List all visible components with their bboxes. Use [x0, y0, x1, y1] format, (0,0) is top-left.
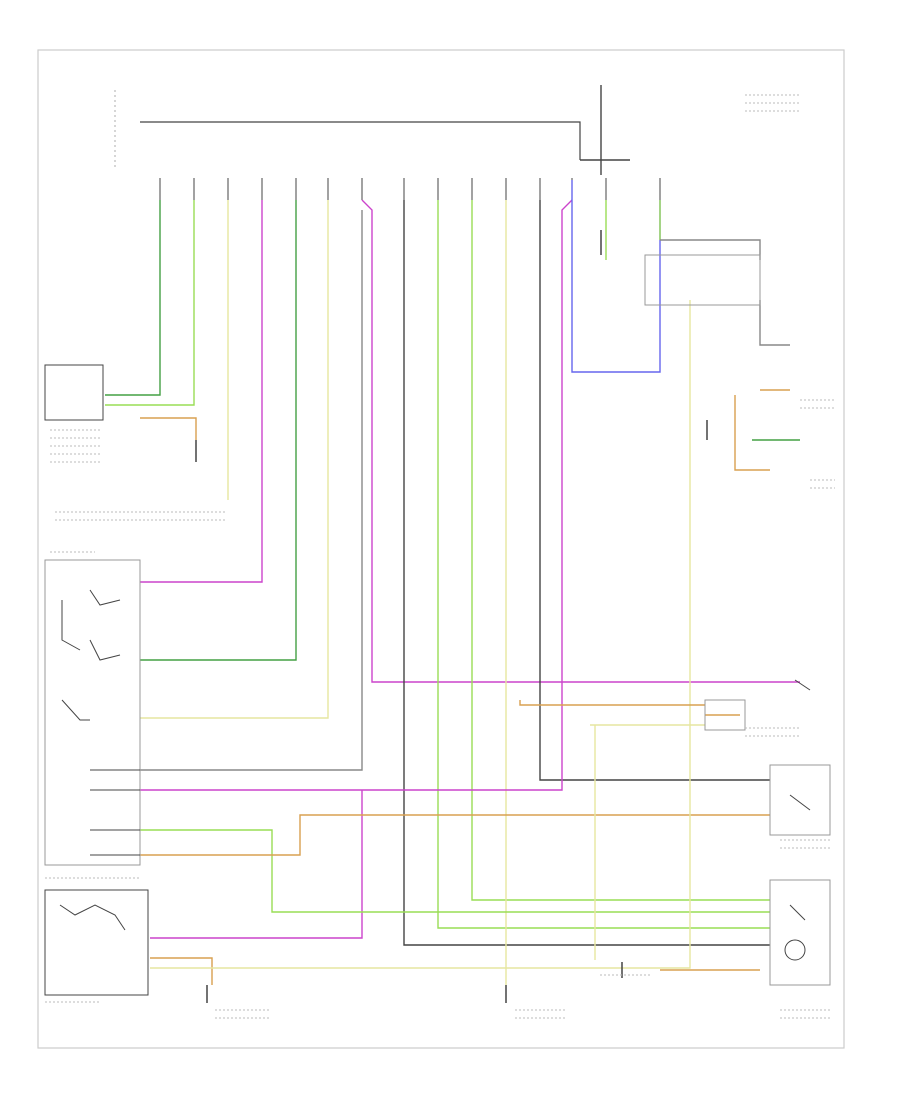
wires: [105, 85, 800, 985]
wire-light_green-10: [471, 200, 770, 901]
diagram-border: [37, 49, 845, 1049]
wire-black-12: [539, 200, 770, 781]
wire-violet-13: [140, 199, 573, 791]
motor-right: [769, 879, 831, 986]
wire-yellow-5: [140, 200, 329, 719]
wire-blue-14: [571, 180, 661, 373]
wire-green-4: [140, 200, 297, 661]
wire-orange-27: [734, 395, 770, 471]
wire-orange-17: [140, 417, 197, 440]
wire-green-0: [105, 200, 161, 396]
wire-orange-23: [519, 700, 705, 706]
label-marks: [45, 94, 835, 1019]
wire-violet-3: [140, 200, 263, 583]
relay-top-right: [644, 254, 761, 306]
module-upper-left: [44, 364, 104, 421]
connector-pins: [159, 178, 661, 200]
switch-contacts: [59, 589, 811, 961]
switch-panel: [44, 559, 141, 866]
wire-black-8: [403, 200, 770, 946]
wire-yellow-24: [590, 724, 705, 960]
module-lower-left: [44, 889, 149, 996]
wire-violet-6: [361, 199, 800, 683]
wire-light_green-9: [437, 200, 770, 929]
switch-right-2: [769, 764, 831, 836]
wire-orange-21: [150, 957, 213, 985]
wire-orange-20: [140, 814, 770, 856]
wire-light_green-1: [105, 200, 195, 406]
wire-light_green-19: [140, 829, 770, 913]
top-bus: [114, 90, 581, 170]
wire-gray-30: [660, 239, 761, 260]
wire-yellow-22: [150, 300, 691, 969]
wire-gray-31: [759, 300, 790, 346]
wire-gray-7: [140, 210, 363, 771]
wire-violet-18: [150, 790, 363, 939]
switch-right-1: [704, 699, 746, 731]
components: [44, 254, 831, 996]
